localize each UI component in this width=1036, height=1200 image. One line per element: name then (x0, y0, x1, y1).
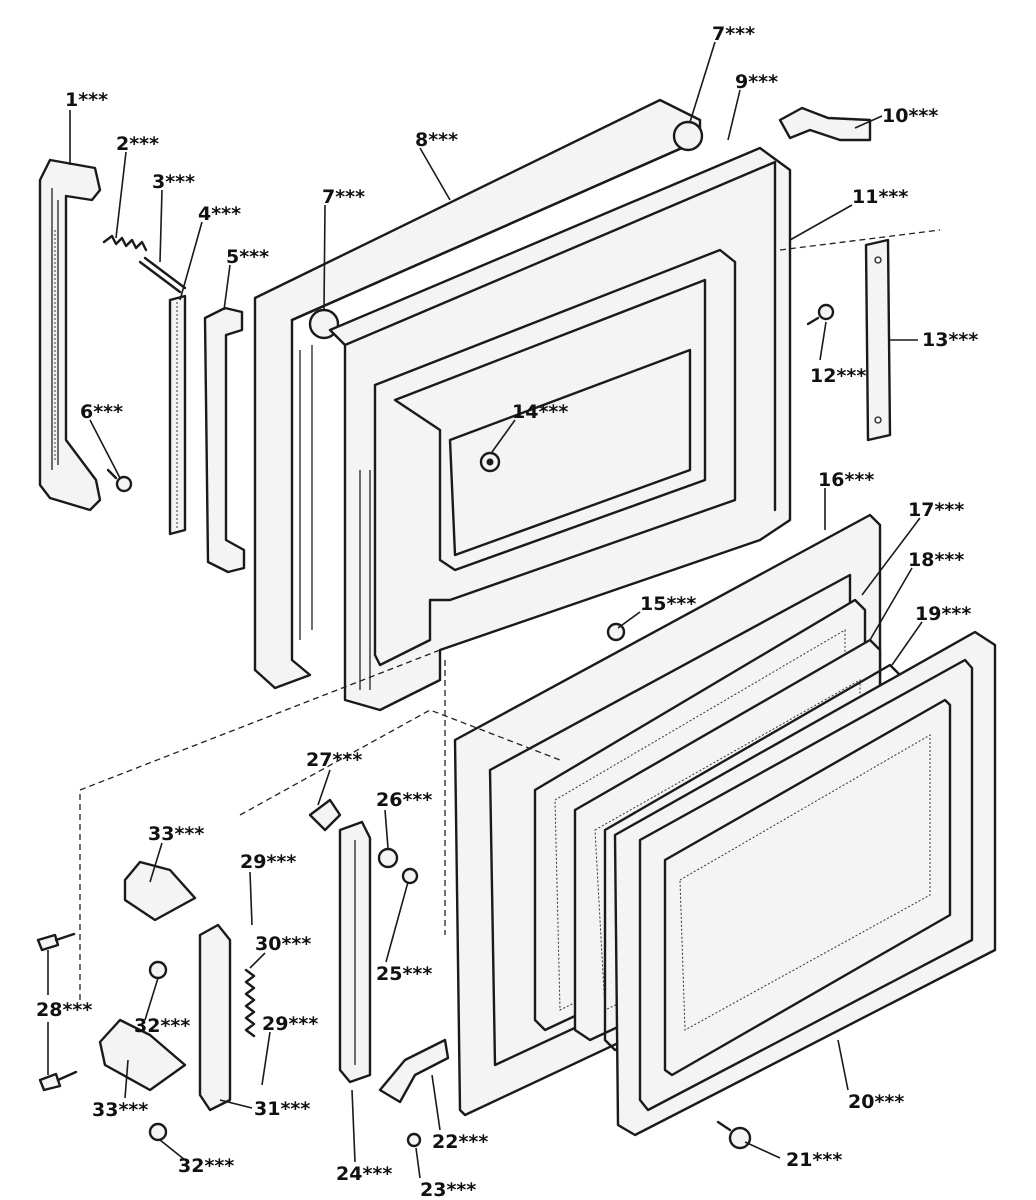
part-15-fastener (606, 622, 626, 642)
callout-26: 26*** (376, 789, 432, 811)
part-2-spring (102, 234, 148, 252)
callout-29-bottom: 29*** (262, 1013, 318, 1035)
part-23-nut (406, 1132, 422, 1148)
part-1-handle (38, 158, 102, 512)
part-33-latch-hooks (98, 860, 197, 1092)
part-28-bolts (36, 932, 78, 1092)
callout-19: 19*** (915, 603, 971, 625)
part-30-spring (244, 968, 256, 1038)
callout-31: 31*** (254, 1098, 310, 1120)
assembly-lines (79, 229, 941, 1000)
callout-labels: 1*** 2*** 3*** 4*** 5*** 6*** 7*** 7*** … (36, 23, 978, 1200)
callout-15: 15*** (640, 593, 696, 615)
part-25-screw (401, 867, 419, 885)
callout-7-top: 7*** (712, 23, 755, 45)
callout-33-lower: 33*** (92, 1099, 148, 1121)
callout-28: 28*** (36, 999, 92, 1021)
callout-29-top: 29*** (240, 851, 296, 873)
part-24-latch-bar (338, 820, 372, 1084)
callout-21: 21*** (786, 1149, 842, 1171)
callout-23: 23*** (420, 1179, 476, 1200)
part-27-clip (308, 798, 342, 832)
callout-18: 18*** (908, 549, 964, 571)
part-20-front-frame (613, 630, 997, 1137)
callout-4: 4*** (198, 203, 241, 225)
callout-8: 8*** (415, 129, 458, 151)
part-21-screw (716, 1120, 752, 1150)
callout-33-upper: 33*** (148, 823, 204, 845)
callout-1: 1*** (65, 89, 108, 111)
callout-3: 3*** (152, 171, 195, 193)
part-10-hinge-plate (778, 106, 872, 142)
callout-9: 9*** (735, 71, 778, 93)
part-26-knob (377, 847, 399, 869)
part-13-side-strip (864, 238, 892, 442)
part-8-outer-panel (253, 98, 704, 690)
callout-22: 22*** (432, 1131, 488, 1153)
callout-13: 13*** (922, 329, 978, 351)
leader-lines (47, 41, 923, 1179)
part-4-strip (168, 294, 187, 536)
part-32-screws (148, 960, 168, 1142)
part-3-rod (138, 256, 187, 294)
part-12-screw (806, 303, 835, 326)
callout-30: 30*** (255, 933, 311, 955)
callout-32-lower: 32*** (178, 1155, 234, 1177)
callout-20: 20*** (848, 1091, 904, 1113)
part-14-knob (479, 451, 501, 473)
callout-32-upper: 32*** (134, 1015, 190, 1037)
callout-5: 5*** (226, 246, 269, 268)
part-9-door-frame (328, 146, 792, 712)
callout-7-left: 7*** (322, 186, 365, 208)
callout-6: 6*** (80, 401, 123, 423)
part-22-hinge (378, 1038, 450, 1104)
callout-12: 12*** (810, 365, 866, 387)
part-6-screw (106, 468, 133, 493)
callout-11: 11*** (852, 186, 908, 208)
callout-2: 2*** (116, 133, 159, 155)
callout-24: 24*** (336, 1163, 392, 1185)
callout-14: 14*** (512, 401, 568, 423)
part-31-latch-plate (198, 923, 232, 1112)
callout-17: 17*** (908, 499, 964, 521)
callout-27: 27*** (306, 749, 362, 771)
callout-10: 10*** (882, 105, 938, 127)
callout-25: 25*** (376, 963, 432, 985)
callout-16: 16*** (818, 469, 874, 491)
part-5-handle-bracket (203, 306, 246, 574)
